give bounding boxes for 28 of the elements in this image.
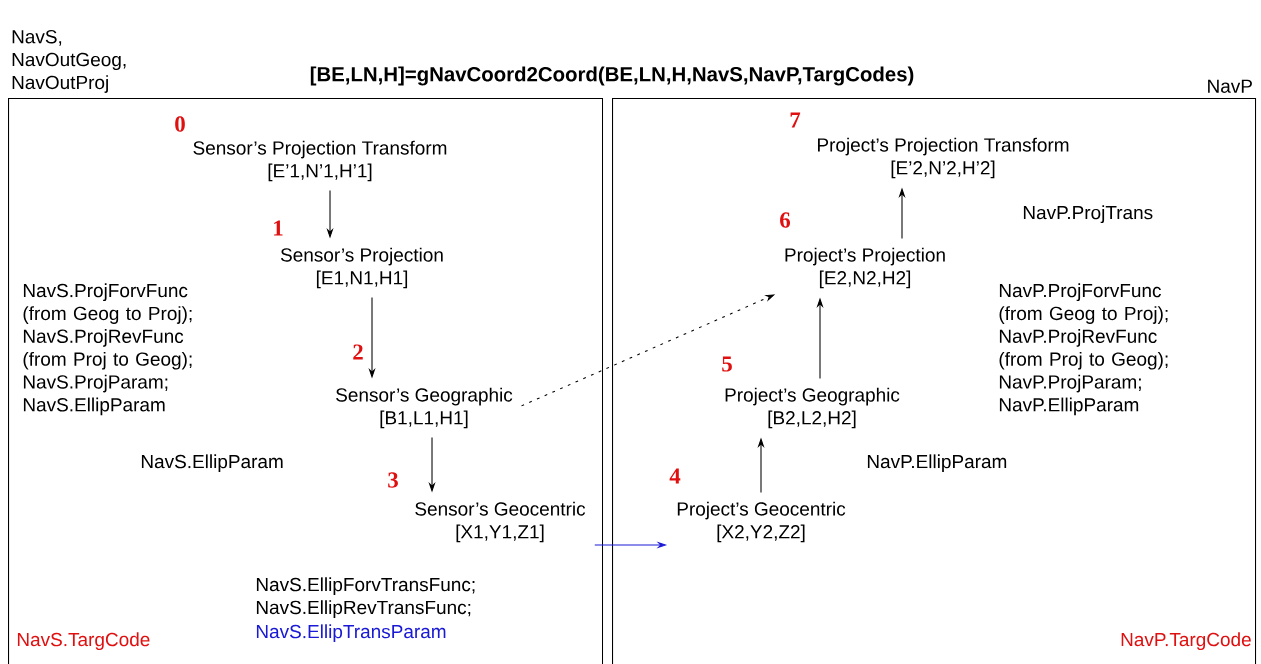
node-label: NavS, NavOutGeog, NavOutProj <box>12 30 126 93</box>
state-label: Sensor’s Projection [E1,N1,H1] <box>280 247 443 289</box>
step-number: 3 <box>388 472 398 488</box>
step-number: 0 <box>175 116 185 132</box>
step-number: 1 <box>274 220 283 236</box>
node-label: NavP <box>1208 79 1252 93</box>
step-number: 6 <box>780 212 791 228</box>
state-label: Project’s Projection [E2,N2,H2] <box>785 247 945 289</box>
step-number: 7 <box>790 112 801 128</box>
note: NavP.ProjTrans <box>1023 205 1153 224</box>
state-label: Project’s Projection Transform [E’2,N’2,H’2] <box>818 137 1069 179</box>
step-number: 4 <box>669 468 681 484</box>
note: NavP.TargCode <box>1121 632 1251 651</box>
step-number: 5 <box>722 356 732 372</box>
note: NavS.EllipTransParam <box>256 624 446 643</box>
state-label: Sensor’s Geocentric [X1,Y1,Z1] <box>415 501 586 543</box>
step-number: 2 <box>353 344 363 360</box>
note: NavP.EllipParam <box>867 454 1007 473</box>
note: NavS.EllipParam <box>141 454 283 473</box>
state-label: Project’s Geocentric [X2,Y2,Z2] <box>677 501 846 543</box>
state-label: Sensor’s Geographic [B1,L1,H1] <box>336 387 513 429</box>
title: [BE,LN,H]=gNavCoord2Coord(BE,LN,H,NavS,NavP,TargCodes) <box>310 66 914 86</box>
note: NavS.ProjForvFunc (from Geog to Proj); NavS.ProjRevFunc (from Proj to Geog); NavS.ProjParam; NavS.EllipParam <box>23 283 192 416</box>
state-label: Sensor’s Projection Transform [E’1,N’1,H’1] <box>193 140 447 182</box>
note: NavS.EllipForvTransFunc; NavS.EllipRevTransFunc; <box>256 577 475 618</box>
state-label: Project’s Geographic [B2,L2,H2] <box>725 387 900 429</box>
note: NavP.ProjForvFunc (from Geog to Proj); NavP.ProjRevFunc (from Proj to Geog); NavP.ProjParam; NavP.EllipParam <box>999 283 1168 416</box>
note: NavS.TargCode <box>17 632 150 651</box>
